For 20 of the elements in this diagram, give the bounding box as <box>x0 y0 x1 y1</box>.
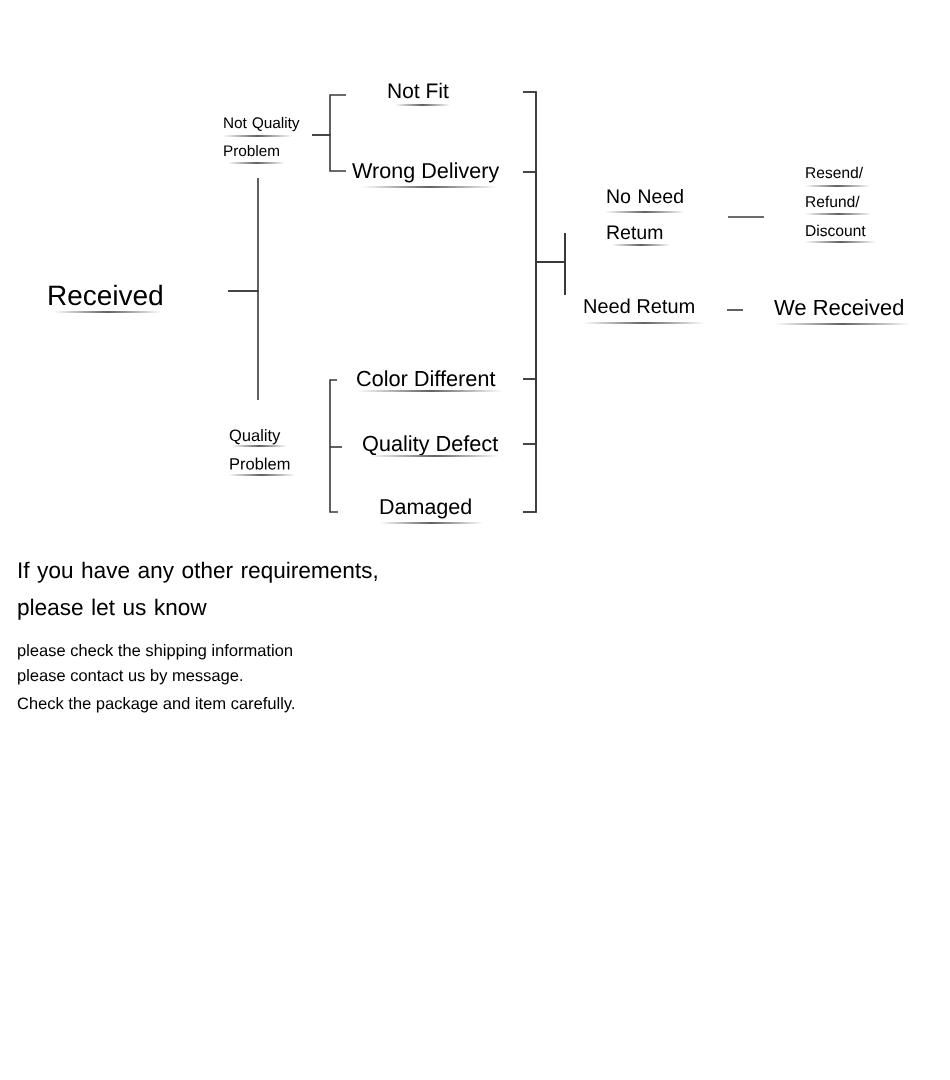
branch-label: Need Retum <box>584 298 694 314</box>
dash-connector <box>726 309 744 311</box>
branch-label: Wrong Delivery <box>352 162 500 183</box>
branch-label: Not Quality Problem <box>224 116 300 157</box>
branch-label: We Received <box>774 299 903 316</box>
root-label: Received <box>49 284 162 306</box>
branch-label: Not Fit <box>388 82 449 99</box>
branch-label: Color Different <box>357 370 496 387</box>
bracket-connector <box>311 134 347 172</box>
notice-text: If you have any other requirements, please let us know <box>18 561 377 620</box>
branch-label: Quality Defect <box>363 435 499 456</box>
note-text: please contact us by message. <box>18 669 242 685</box>
branch-label: Quality Problem <box>229 429 290 470</box>
dash-connector <box>727 216 765 218</box>
bracket-connector <box>227 290 259 401</box>
branch-label: Resend/ Refund/ Discount <box>806 166 866 237</box>
branch-label: No Need Retum <box>607 188 683 240</box>
branch-label: Damaged <box>380 498 471 519</box>
note-text: please check the shipping information <box>18 644 292 660</box>
note-text: Check the package and item carefully. <box>17 697 294 713</box>
